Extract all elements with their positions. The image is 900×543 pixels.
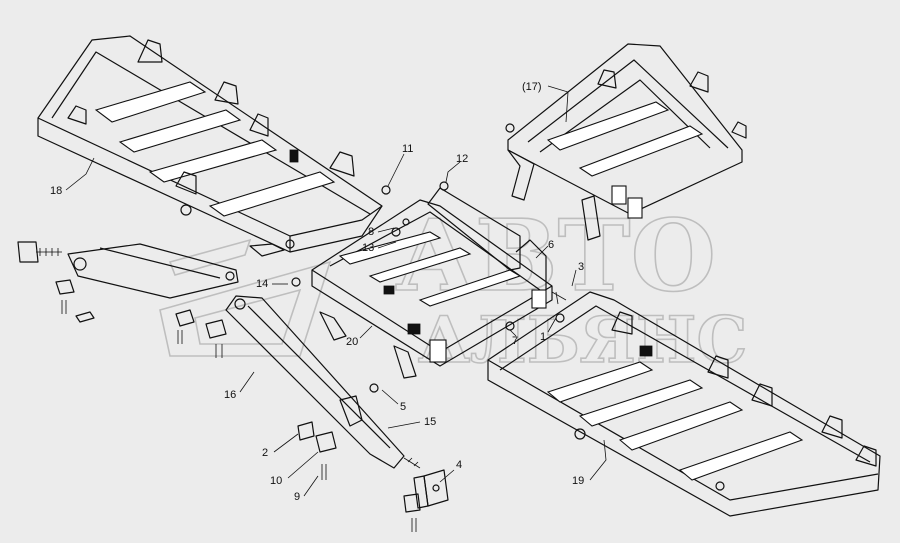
beam-20 — [311, 187, 553, 379]
yoke-4 — [413, 469, 449, 509]
watermark-logo — [159, 238, 332, 357]
callout-14: 14 — [256, 278, 268, 290]
callout-9: 9 — [294, 491, 300, 503]
callout-2: 2 — [262, 447, 268, 459]
small-parts — [55, 181, 567, 532]
leader-lines — [65, 85, 607, 497]
callout-3: 3 — [578, 261, 584, 273]
callout-5: 5 — [400, 401, 406, 413]
callout-1: 1 — [540, 331, 546, 343]
callout-7: 7 — [512, 335, 518, 347]
frame-19 — [487, 291, 881, 517]
link-16 — [17, 241, 239, 299]
callout-17: (17) — [522, 81, 542, 93]
callout-20: 20 — [346, 336, 358, 348]
frame-17 — [505, 43, 747, 241]
callout-11: 11 — [402, 143, 413, 155]
callout-15: 15 — [424, 416, 436, 428]
callout-6: 6 — [548, 239, 554, 251]
callout-19: 19 — [572, 475, 584, 487]
link-15 — [225, 295, 421, 469]
callout-13: 13 — [362, 242, 374, 254]
callout-10: 10 — [270, 475, 282, 487]
callout-18: 18 — [50, 185, 62, 197]
callout-4: 4 — [456, 459, 462, 471]
frame-18 — [37, 35, 383, 257]
callout-labels: 18 (17) 11 12 8 13 14 6 3 7 1 20 16 5 15… — [50, 81, 584, 503]
callout-8: 8 — [368, 226, 374, 238]
callout-16: 16 — [224, 389, 236, 401]
callout-12: 12 — [456, 153, 468, 165]
